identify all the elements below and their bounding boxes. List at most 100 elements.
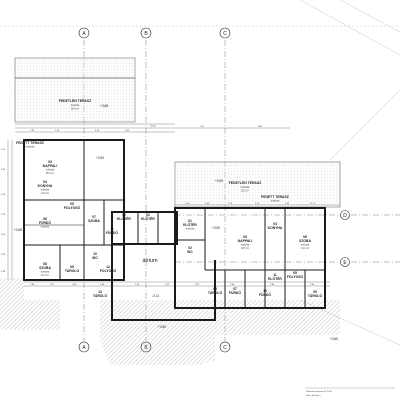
dimension-text: 3,60 [125,130,130,132]
room-name: FEDETT TERASZ [16,141,44,145]
axis-label: C [223,345,227,351]
room-name: TÁROLÓ [65,268,80,273]
room-name: TÁROLÓ [93,293,108,298]
room-number: 04 [43,180,47,184]
dimension-text: 4,49 [1,194,6,196]
dimension-lines [7,123,340,287]
atrium-label: átrium [142,258,158,264]
room-11-right: 11 ELŐTÉR +3,60 [268,273,338,341]
room-surface: burkolat [46,169,55,172]
room-10-left: 10 WC [92,252,98,260]
room-10-right: 10 FÜRDŐ [259,289,271,297]
room-09-right: 09 TÁROLÓ [308,290,323,298]
dimension-text: 3,91 [1,169,6,171]
right-wing [174,207,326,309]
room-name: SZOBA [299,239,311,243]
dimension-text: 2,57 [195,284,200,286]
room-number: 05 [293,271,297,275]
room-number: 06 [303,235,307,239]
level-marker: +3,90 [215,179,223,183]
room-surface: burkolat [186,228,195,231]
room-07-left: 07 SZOBA [88,215,100,223]
room-surface: burkolat [241,186,250,189]
room-surface: burkolat [241,244,250,247]
room-01-right: 01 ELŐTÉR burkolat +3,90 [183,219,220,231]
room-03-right: 03 NAPPALI burkolat 32,5 m² [238,235,253,250]
room-name: SZOBA [39,266,51,270]
room-number: 09 [70,265,74,269]
room-surface: burkolat [271,200,280,203]
dimension-text: 7,37 [200,126,205,128]
room-08-left: 08 SZOBA burkolat 13,3 m² [39,262,51,277]
room-number: 02 [146,213,150,217]
room-name: TÁROLÓ [308,293,323,298]
room-name: ELŐTÉR [141,216,155,221]
axis-label: A [82,345,86,351]
room-number: 11 [273,273,277,277]
dimension-text: 1,37 [50,284,55,286]
north-terrace: FEDETLEN TERASZ burkolat 55,8 m² +3,68 [14,57,136,123]
room-surface: burkolat [26,146,35,149]
level-marker: +3,80 [158,325,166,329]
level-marker: -0,11 [152,294,159,298]
room-number: 03 [243,235,247,239]
room-name: FOLYOSÓ [64,205,81,210]
room-name: NAPPALI [43,164,58,168]
axis-label: B [144,31,148,37]
covered-terrace-left: FEDETT TERASZ burkolat [16,141,44,149]
dimension-text: 2,05 [1,254,6,256]
room-area: 30,2 m² [241,190,249,193]
room-13-left: 13 TÁROLÓ [93,290,108,298]
drawing-location: Pécs, Ifjúság u. [306,395,321,397]
room-05-right: 05 FOLYOSÓ [287,271,304,279]
room-surface: burkolat [71,104,80,107]
title-block: Földszinti alaprajz M 1:100 Pécs, Ifjúsá… [305,387,395,397]
room-number: 08 [213,287,217,291]
room-name: FÜRDŐ [229,290,241,295]
room-04-left: 04 KONYHA burkolat 13,6 m² [38,180,53,195]
room-name: WC [92,256,98,260]
room-number: 07 [233,287,237,291]
dimension-text: 1,30 [30,284,35,286]
room-number: 05 [70,202,74,206]
room-name: ELŐTÉR [117,216,131,221]
dimension-text: 1,41 [1,149,6,151]
room-surface: burkolat [301,244,310,247]
dimension-text: 5,18 [95,130,100,132]
axis-marker-top-c: C [219,27,231,39]
level-marker: +3,68 [100,104,108,108]
room-name: FEDETLEN TERASZ [229,181,261,185]
dimension-text: 19,94 [150,126,156,128]
room-number: 09 [313,290,317,294]
room-area: 28,4 m² [46,172,54,175]
room-surface: burkolat [41,271,50,274]
entry-02: 02 ELŐTÉR [141,213,155,221]
room-number: 10 [263,289,267,293]
room-area: 55,8 m² [71,108,79,111]
room-09-left: 09 TÁROLÓ [65,265,80,273]
ground-hatch [0,278,340,365]
room-name: ELŐTÉR [183,222,197,227]
room-number: 08 [43,262,47,266]
room-name: TÁROLÓ [208,290,223,295]
room-name: FOLYOSÓ [287,274,304,279]
axis-label: C [223,31,227,37]
room-name: ELŐTÉR [268,276,282,281]
axis-marker-top-b: B [140,27,152,39]
axis-marker-top-a: A [78,27,90,39]
axis-marker-right-d: D [340,210,350,220]
room-number: 02 [188,246,192,250]
dimension-text: 3,46 [1,271,6,273]
room-surface: burkolat [41,189,50,192]
room-04-right: 04 KONYHA [268,222,283,230]
room-number: 12 [106,265,110,269]
dimension-text: 1,42 [30,130,35,132]
dimension-text: 3,80 [230,284,235,286]
dimension-text: 2,40 [135,284,140,286]
room-surface: burkolat [41,226,50,229]
axis-marker-right-e: E [340,257,350,267]
room-06-right: 06 SZOBA burkolat 13,1 m² [299,235,311,250]
entry-01: 01 ELŐTÉR [117,213,131,221]
level-marker: +3,90 [96,156,104,160]
